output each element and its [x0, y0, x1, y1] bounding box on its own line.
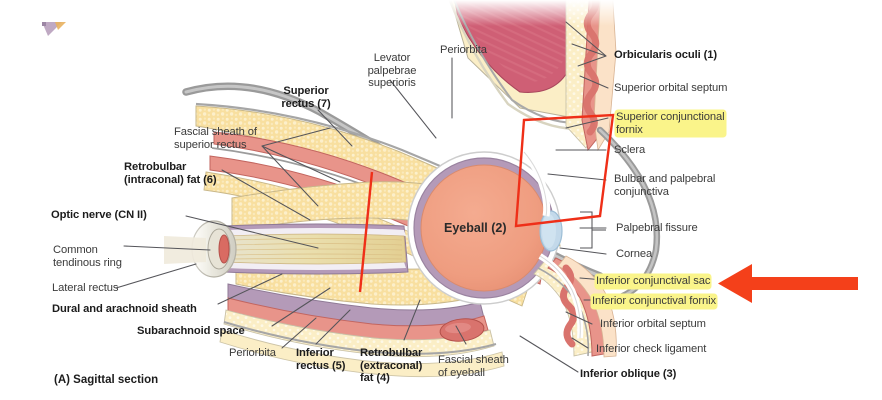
- label-superior-rectus: Superior rectus (7): [281, 85, 331, 110]
- label-sclera: Sclera: [614, 144, 646, 156]
- label-inferior-check-ligament: Inferior check ligament: [596, 343, 707, 355]
- label-inferior-oblique: Inferior oblique (3): [580, 368, 677, 380]
- eyeball-label: Eyeball (2): [444, 221, 507, 235]
- leader-lines: [115, 21, 609, 373]
- label-lateral-rectus: Lateral rectus: [52, 282, 119, 294]
- label-cornea: Cornea: [616, 248, 653, 260]
- inferior-muscle-cone: [219, 283, 505, 378]
- label-inferior-orbital-septum: Inferior orbital septum: [600, 318, 706, 330]
- image-fragment-artifact: [42, 22, 66, 36]
- label-inferior-conjunctival-sac: Inferior conjunctival sac: [596, 275, 711, 288]
- label-dural-arachnoid-sheath: Dural and arachnoid sheath: [52, 303, 197, 315]
- palpebral-fissure-bracket: [580, 211, 606, 249]
- label-superior-orbital-septum: Superior orbital septum: [614, 82, 728, 94]
- label-superior-conjunctional-fornix: Superior conjunctional fornix: [616, 111, 725, 137]
- label-retrobulbar-intraconal-fat: Retrobulbar (intraconal) fat (6): [124, 161, 217, 186]
- eyeball: [407, 151, 563, 305]
- label-periorbita-bottom: Periorbita: [229, 347, 276, 359]
- label-palpebral-fissure: Palpebral fissure: [616, 222, 698, 234]
- label-levator-palpebrae-superioris: Levator palpebrae superioris: [367, 52, 417, 90]
- label-fascial-sheath-superior-rectus: Fascial sheath of superior rectus: [174, 126, 257, 151]
- label-bulbar-palpebral-conjunctiva: Bulbar and palpebral conjunctiva: [614, 173, 716, 198]
- label-retrobulbar-extraconal-fat: Retrobulbar (extraconal) fat (4): [360, 347, 423, 385]
- label-subarachnoid-space: Subarachnoid space: [137, 325, 245, 337]
- red-pointer-arrow: [718, 264, 858, 303]
- common-tendinous-ring: [160, 210, 237, 290]
- label-periorbita-top: Periorbita: [440, 44, 487, 56]
- upper-eyelid-column: [565, 0, 617, 152]
- figure-caption: (A) Sagittal section: [54, 374, 159, 386]
- label-optic-nerve: Optic nerve (CN II): [51, 209, 147, 221]
- label-inferior-conjunctival-fornix: Inferior conjunctival fornix: [592, 295, 717, 308]
- label-inferior-rectus: Inferior rectus (5): [296, 347, 346, 372]
- label-orbicularis-oculi: Orbicularis oculi (1): [614, 49, 717, 61]
- red-parallelogram-highlight: [514, 113, 615, 228]
- label-fascial-sheath-of-eyeball: Fascial sheath of eyeball: [438, 354, 509, 379]
- inferior-oblique-muscle: [439, 318, 485, 342]
- label-common-tendinous-ring: Common tendinous ring: [53, 244, 122, 269]
- red-slash-mark: [358, 171, 374, 293]
